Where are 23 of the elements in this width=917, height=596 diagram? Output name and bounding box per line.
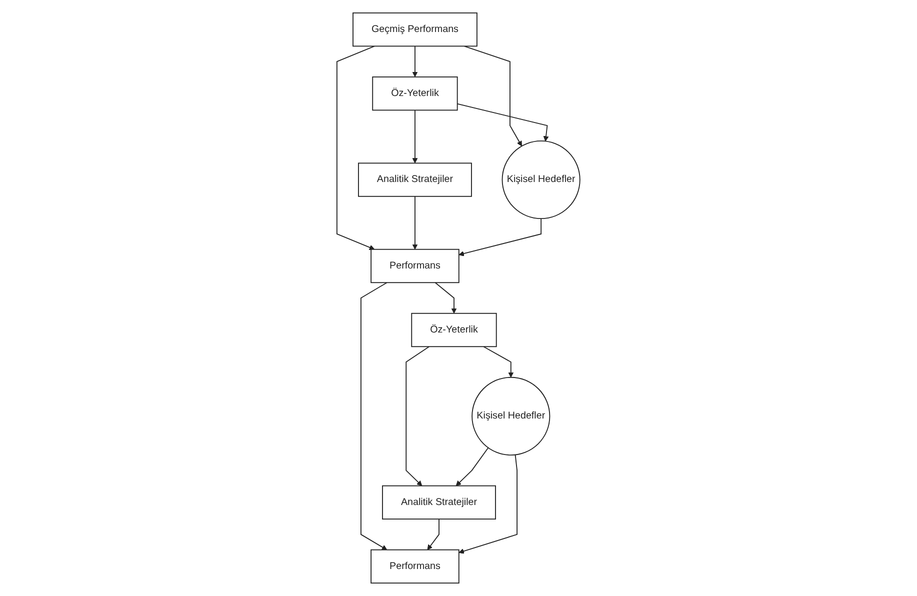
- arrow: [427, 518, 440, 550]
- arrow: [412, 196, 418, 250]
- node-circle: Kişisel Hedefler: [502, 140, 580, 220]
- arrow: [336, 46, 375, 250]
- arrow: [412, 46, 418, 78]
- arrow: [434, 282, 457, 314]
- node-box: Öz-Yeterlik: [411, 312, 497, 348]
- node-box: Analitik Stratejiler: [382, 485, 496, 520]
- node-box: Performans: [370, 248, 460, 284]
- node-box: Performans: [370, 549, 460, 584]
- node-box: Analitik Stratejiler: [358, 162, 472, 197]
- arrow: [458, 218, 542, 256]
- node-box: Öz-Yeterlik: [372, 76, 458, 111]
- arrow: [412, 110, 418, 164]
- arrow: [360, 282, 388, 550]
- node-box: Geçmiş Performans: [352, 12, 478, 47]
- arrow: [458, 454, 518, 554]
- arrow: [464, 46, 522, 146]
- arrow: [456, 447, 489, 486]
- arrow: [456, 103, 549, 142]
- arrow: [406, 346, 430, 486]
- node-circle: Kişisel Hedefler: [472, 376, 550, 456]
- arrow: [483, 346, 514, 378]
